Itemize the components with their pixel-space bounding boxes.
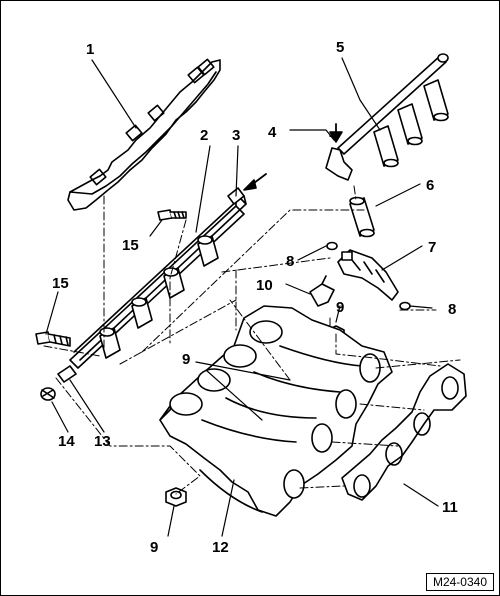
assembly-lines [43,185,461,495]
callout-11: 11 [442,499,458,516]
intake-manifold [159,305,393,517]
callout-13: 13 [94,433,111,450]
callout-3: 3 [232,127,240,144]
manifold-gasket [341,363,467,501]
callout-8-lower: 8 [448,301,456,318]
callout-7: 7 [428,239,436,256]
callout-10: 10 [256,277,273,294]
leader-lines [45,57,439,537]
pressure-connector [325,123,353,181]
injector [337,249,399,301]
retaining-clip [309,275,335,307]
seal [40,387,56,401]
callout-8-upper: 8 [286,253,294,270]
callout-5: 5 [336,39,344,56]
fuel-rail-cover [67,58,221,211]
injector-bank [337,53,449,168]
callout-9-top: 9 [336,299,344,316]
nut [165,487,187,507]
callout-15-upper: 15 [122,237,139,254]
callout-9-bottom: 9 [150,539,158,556]
callout-labels: 1 2 3 4 5 6 7 8 8 9 9 9 10 11 12 13 14 1… [52,39,458,556]
sleeve [349,196,375,238]
callout-14: 14 [58,433,75,450]
bolt [157,209,187,221]
callout-6: 6 [426,177,434,194]
end-plug [57,365,77,383]
fuel-rail [69,195,247,369]
bolt [35,331,71,347]
figure-reference: M24-0340 [425,573,494,591]
callout-15-lower: 15 [52,275,69,292]
callout-2: 2 [200,127,208,144]
callout-1: 1 [86,41,94,58]
callout-12: 12 [212,539,229,556]
callout-4: 4 [268,124,277,141]
fuel-supply-connection [227,173,267,205]
callout-9-middle: 9 [182,351,190,368]
